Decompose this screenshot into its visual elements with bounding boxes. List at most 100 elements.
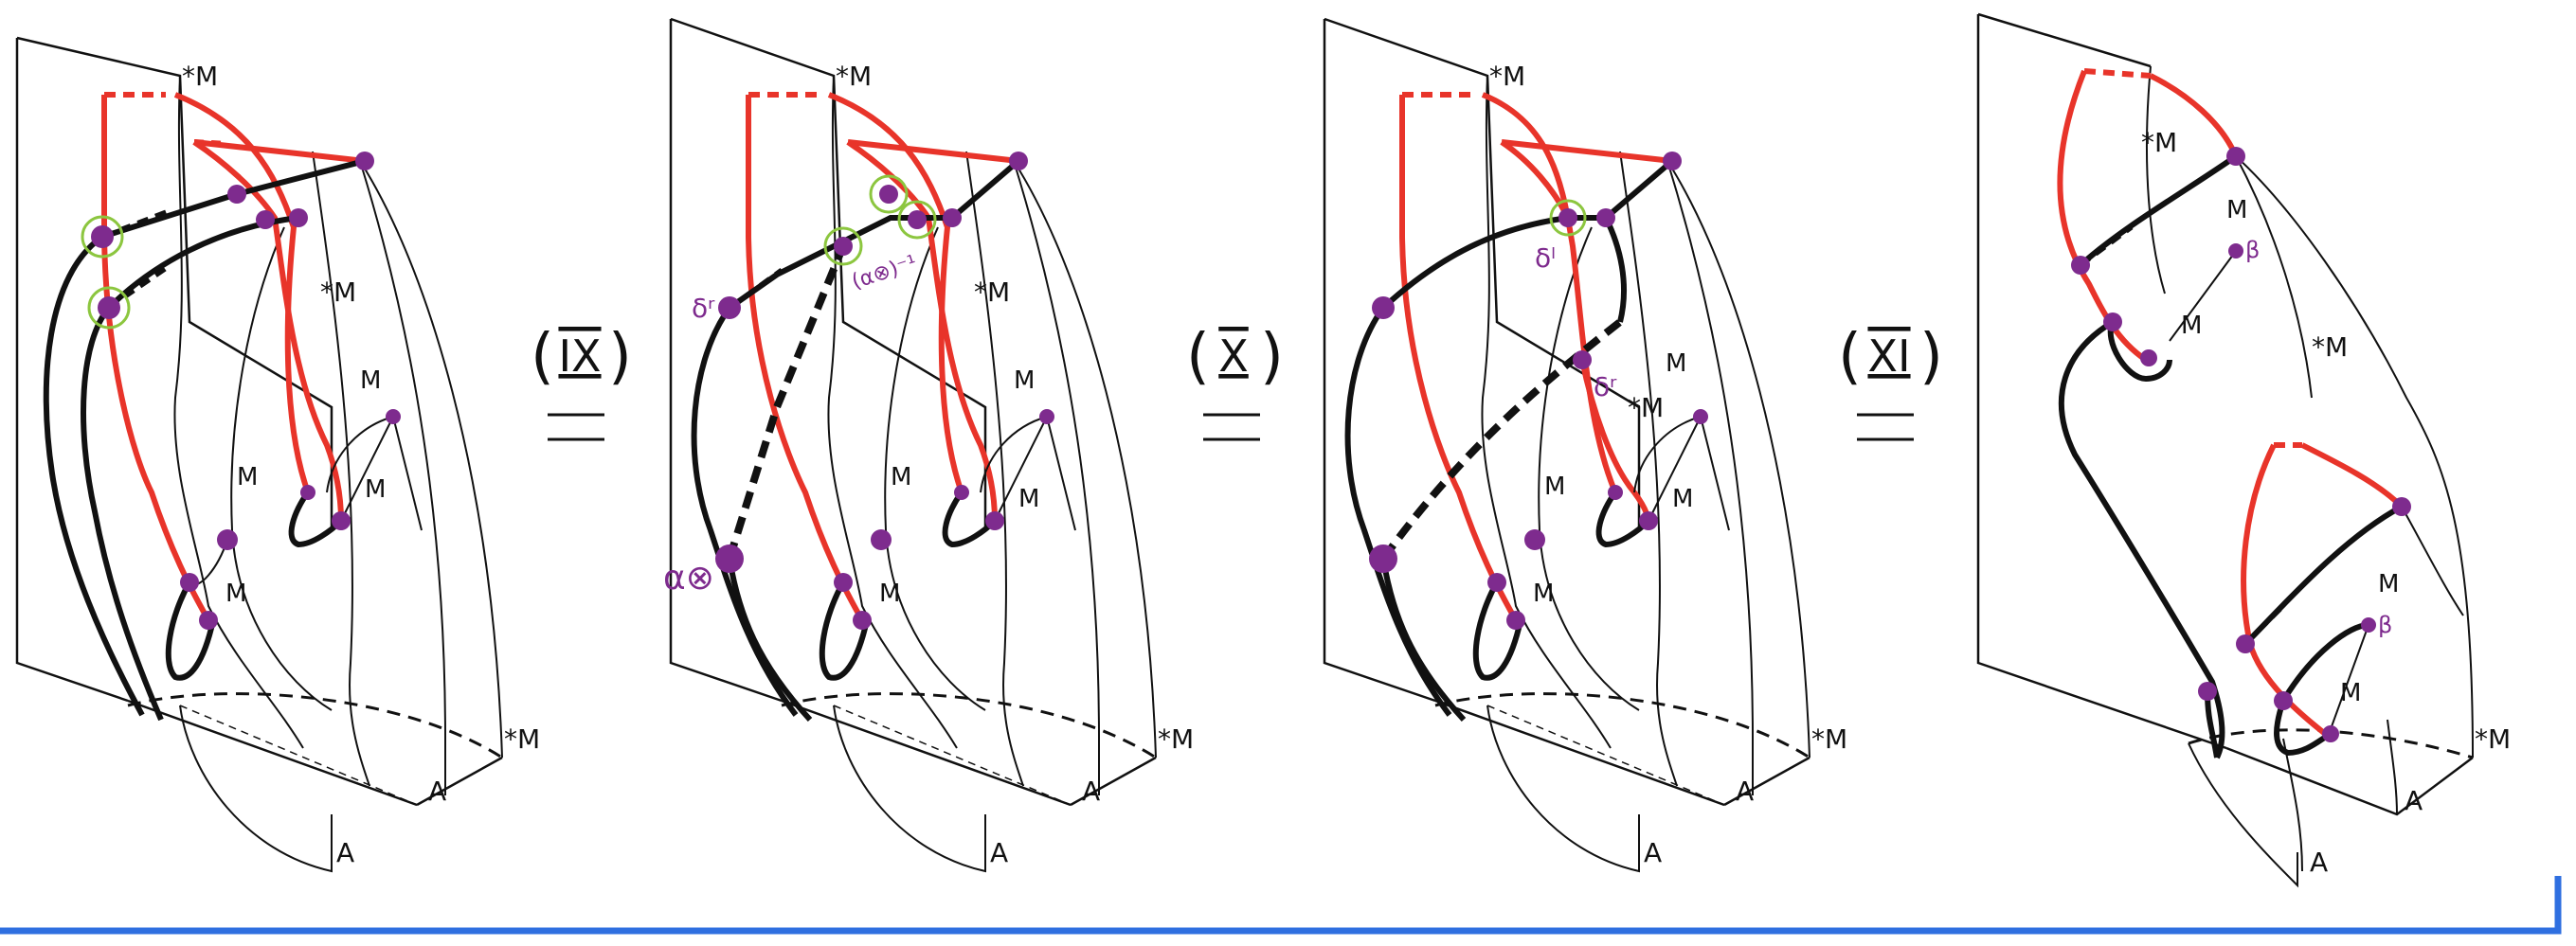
thin-line-2 — [1633, 416, 1702, 493]
purple-vertex — [908, 210, 927, 229]
paren-left: ( — [1838, 322, 1862, 392]
wavy-sheet-lower-1 — [2282, 738, 2303, 872]
wavy-sheet-5 — [1013, 160, 1157, 759]
purple-vertex — [834, 237, 853, 256]
label-star-m: *M — [2312, 331, 2348, 363]
purple-vertex — [1558, 208, 1577, 227]
purple-vertex — [2140, 349, 2157, 366]
purple-vertex — [715, 544, 744, 573]
purple-vertex — [1487, 573, 1506, 592]
move-ix: ( IX ) — [531, 322, 632, 441]
thin-line-2 — [980, 416, 1048, 493]
dashed-arc — [781, 692, 1157, 759]
black-string-inner — [727, 558, 813, 723]
green-ring-2 — [897, 200, 937, 240]
black-cup-left — [165, 580, 216, 681]
purple-vertex — [386, 409, 401, 424]
wavy-sheet-2 — [230, 226, 333, 711]
wavy-sheet-5 — [359, 160, 503, 759]
red-string-3 — [1501, 139, 1673, 164]
label-m: M — [1544, 473, 1565, 501]
label-m: M — [360, 366, 381, 395]
front-bottom-edge — [781, 699, 1072, 807]
label-m: M — [1666, 349, 1686, 378]
paren-right: ) — [1260, 322, 1284, 392]
green-ring-2 — [87, 286, 131, 330]
thin-line-1 — [1648, 414, 1730, 531]
thin-line-1 — [340, 414, 423, 531]
wavy-sheet-3 — [965, 151, 1024, 787]
purple-vertex — [2228, 243, 2243, 259]
label-a: A — [336, 837, 354, 868]
green-ring-1 — [1549, 199, 1587, 237]
roman-numeral: XI — [1867, 330, 1910, 382]
purple-vertex — [217, 529, 238, 550]
red-string-3 — [193, 139, 366, 164]
purple-vertex — [1369, 544, 1397, 573]
purple-vertex — [1596, 208, 1615, 227]
label-delta-r: δʳ — [692, 293, 715, 324]
label-alpha-tensor: α⊗ — [663, 559, 714, 598]
purple-vertex — [289, 208, 308, 227]
purple-vertex — [332, 511, 351, 530]
label-star-m: *M — [182, 61, 218, 92]
red-string-4 — [192, 139, 344, 522]
label-star-m: *M — [1811, 723, 1847, 755]
label-a: A — [990, 837, 1008, 868]
label-a: A — [1082, 776, 1100, 807]
wavy-sheet-2 — [884, 226, 986, 711]
label-a: A — [2310, 847, 2328, 878]
red-upper-1-dashed — [2083, 68, 2152, 79]
lower-fold — [179, 705, 333, 873]
label-star-m: *M — [1489, 61, 1525, 92]
black-string-inner — [81, 306, 164, 722]
panel-4-surface-diagram: β β *M *M *M M M M M A A — [1976, 12, 2511, 888]
black-string-thick-dashed — [726, 244, 847, 561]
purple-vertex — [2274, 691, 2293, 710]
label-a: A — [1736, 776, 1754, 807]
roman-numeral: IX — [558, 330, 601, 382]
wavy-sheet-lower-2 — [2387, 719, 2398, 815]
label-star-m: *M — [1628, 392, 1664, 423]
purple-vertex — [1009, 152, 1028, 170]
black-cup-right — [288, 491, 344, 548]
back-sheet-outline — [1976, 14, 2227, 750]
move-x: ( X ) — [1186, 322, 1284, 441]
label-m: M — [879, 580, 900, 608]
wavy-sheet-1 — [1481, 75, 1612, 749]
wavy-sheet-upper-3 — [2235, 155, 2474, 759]
wavy-sheet-3 — [312, 151, 370, 787]
label-star-m: *M — [504, 723, 540, 755]
lower-fold — [833, 705, 986, 873]
purple-vertex — [1639, 511, 1658, 530]
purple-vertex — [91, 225, 114, 248]
front-right-edge — [2225, 746, 2474, 816]
red-string-2 — [827, 92, 964, 494]
black-string-outer — [43, 234, 145, 717]
thin-dashed-line — [833, 705, 1072, 806]
purple-vertex — [879, 185, 898, 204]
label-beta: β — [2378, 612, 2392, 638]
purple-vertex — [2071, 256, 2090, 275]
move-xi: ( XI ) — [1838, 322, 1943, 441]
purple-vertex — [1506, 611, 1525, 630]
label-alpha-inverse: (α⊗)⁻¹ — [849, 251, 920, 295]
purple-vertex — [2322, 725, 2339, 742]
green-ring-3 — [823, 226, 863, 266]
purple-vertex — [853, 611, 872, 630]
dashed-arc — [1434, 692, 1810, 759]
red-string-1 — [101, 95, 211, 622]
purple-vertex — [2198, 682, 2217, 701]
label-m: M — [1672, 485, 1693, 513]
label-m: M — [237, 463, 258, 491]
paren-left: ( — [531, 322, 554, 392]
purple-vertex — [1039, 409, 1054, 424]
front-right-edge — [1723, 756, 1810, 807]
panel-2-surface-diagram: (α⊗)⁻¹ δʳ α⊗ *M *M *M M M M M A A — [663, 17, 1194, 873]
purple-vertex — [2236, 634, 2255, 653]
label-star-m: *M — [320, 277, 356, 308]
purple-vertex — [1693, 409, 1708, 424]
label-m: M — [1014, 366, 1035, 395]
black-string-top — [1380, 158, 1674, 311]
